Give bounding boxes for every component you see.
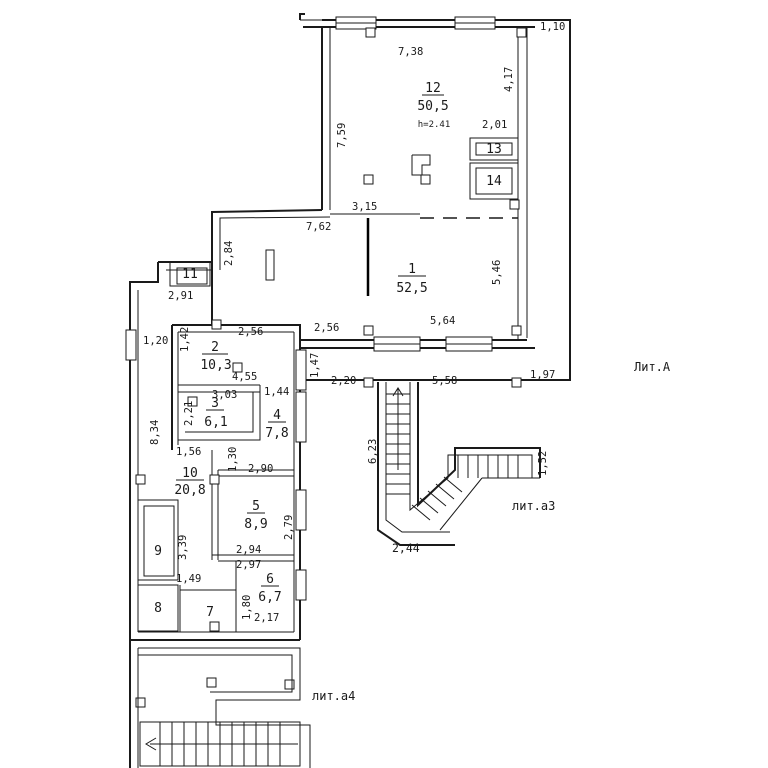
dimension-label: 7,62: [306, 221, 331, 233]
dimension-label: 5,46: [491, 260, 503, 285]
room-12-label: 12 50,5 h=2.41: [417, 81, 450, 130]
room-number: 3: [211, 396, 219, 411]
dimension-label: 2,91: [168, 290, 193, 302]
room-number: 12: [425, 81, 441, 96]
room-number: 6: [266, 572, 274, 587]
staircase-lit-a3: [377, 382, 541, 546]
dimension-label: 3,03: [212, 389, 237, 401]
dimension-label: 8,34: [149, 420, 161, 445]
room-8-number: 8: [154, 601, 162, 616]
dimension-label: 2,56: [314, 322, 339, 334]
room-7-number: 7: [206, 605, 214, 620]
label-lit-a4: лит.а4: [312, 689, 355, 703]
room-area: 8,9: [244, 517, 267, 532]
dimension-label: 1,49: [176, 573, 201, 585]
ceiling-height-note: h=2.41: [418, 120, 451, 130]
room-3-label: 3 6,1: [204, 396, 227, 430]
dimension-label: 6,23: [367, 439, 379, 464]
dimension-label: 7,38: [398, 46, 423, 58]
dimension-label: 1,10: [540, 21, 565, 33]
dimension-label: 1,20: [143, 335, 168, 347]
room-labels: 12 50,5 h=2.41 1 52,5 2 10,3 3 6,1 4 7,8…: [154, 81, 502, 620]
dimension-label: 4,55: [232, 371, 257, 383]
room-area: 7,8: [265, 426, 288, 441]
main-building-walls: [129, 13, 571, 641]
dimension-label: 3,39: [177, 535, 189, 560]
dimension-label: 3,15: [352, 201, 377, 213]
dimension-label: 1,56: [176, 446, 201, 458]
dimension-label: 1,80: [241, 595, 253, 620]
room-number: 1: [408, 262, 416, 277]
room-10-label: 10 20,8: [174, 466, 205, 498]
room-4-label: 4 7,8: [265, 408, 288, 441]
dimension-label: 2,79: [283, 515, 295, 540]
room-area: 10,3: [200, 358, 231, 373]
room-1-label: 1 52,5: [396, 262, 427, 296]
room-13-number: 13: [486, 142, 502, 157]
room-number: 4: [273, 408, 281, 423]
windows: [125, 16, 496, 601]
dimension-labels: 1,10 7,38 4,17 7,59 2,01 3,15 7,62 5,46 …: [143, 21, 565, 624]
room-number: 2: [211, 340, 219, 355]
dimension-label: 2,84: [223, 241, 235, 266]
room-14-number: 14: [486, 174, 502, 189]
room-2-label: 2 10,3: [200, 340, 231, 373]
columns: [135, 27, 527, 708]
dimension-label: 2,56: [238, 326, 263, 338]
label-lit-a3: лит.а3: [512, 499, 555, 513]
dimension-label: 7,59: [336, 123, 348, 148]
room-9-number: 9: [154, 544, 162, 559]
room-number: 5: [252, 499, 260, 514]
dimension-label: 4,17: [503, 67, 515, 92]
dimension-label: 2,21: [183, 401, 195, 426]
room-area: 6,7: [258, 590, 281, 605]
room-area: 50,5: [417, 99, 448, 114]
dimension-label: 1,52: [537, 451, 549, 476]
dimension-label: 2,20: [331, 375, 356, 387]
dimension-label: 1,42: [179, 327, 191, 352]
dimension-label: 1,97: [530, 369, 555, 381]
dimension-label: 2,01: [482, 119, 507, 131]
dimension-label: 2,44: [392, 541, 420, 555]
room-5-label: 5 8,9: [244, 499, 267, 532]
room-11-number: 11: [182, 267, 198, 282]
label-lit-a: Лит.А: [634, 360, 671, 374]
room-area: 20,8: [174, 483, 205, 498]
dimension-label: 5,64: [430, 315, 455, 327]
dimension-label: 2,17: [254, 612, 279, 624]
dimension-label: 2,94: [236, 544, 261, 556]
room-area: 6,1: [204, 415, 227, 430]
room-area: 52,5: [396, 281, 427, 296]
dimension-label: 1,47: [309, 353, 321, 378]
dimension-label: 1,30: [227, 447, 239, 472]
dimension-label: 2,97: [236, 559, 261, 571]
annex-lit-a4: [129, 640, 311, 768]
room-number: 10: [182, 466, 198, 481]
dimension-label: 5,58: [432, 375, 457, 387]
room-6-label: 6 6,7: [258, 572, 281, 605]
dimension-label: 2,90: [248, 463, 273, 475]
dimension-label: 1,44: [264, 386, 289, 398]
